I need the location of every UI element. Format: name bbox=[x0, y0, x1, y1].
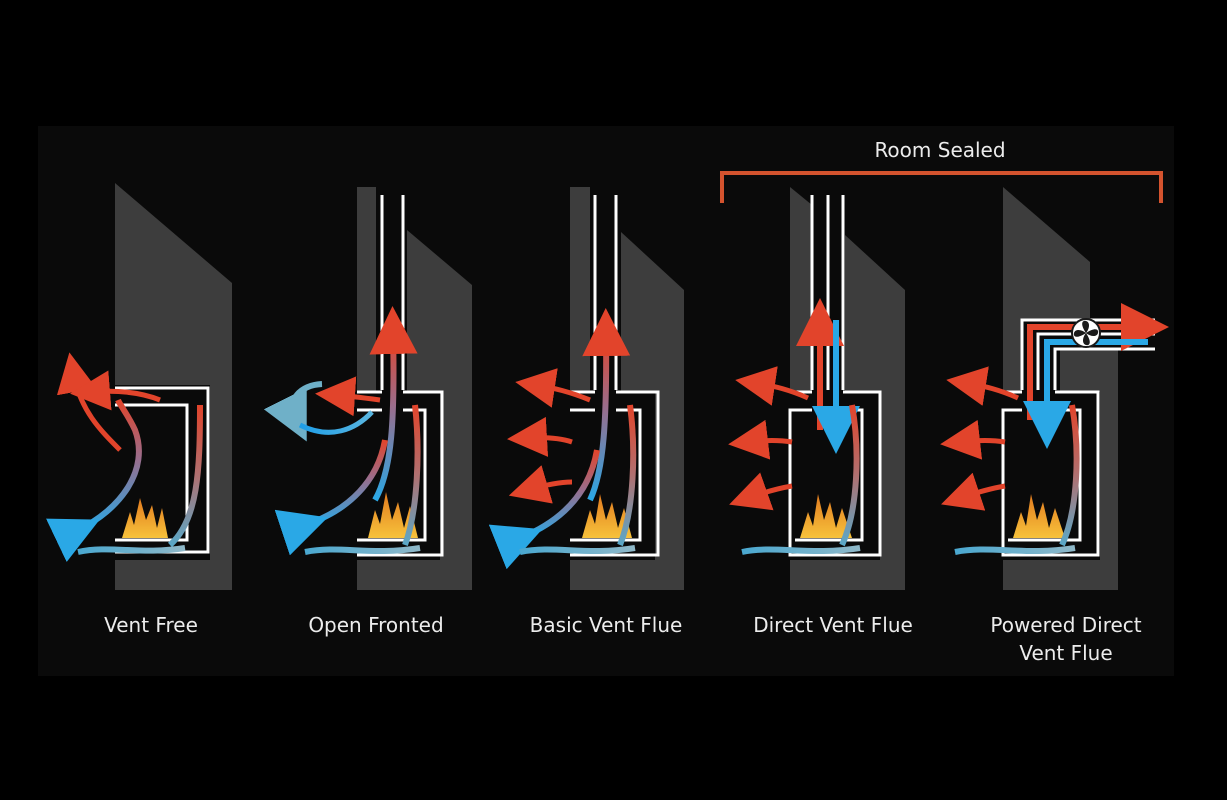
hot-air-arrow bbox=[515, 368, 591, 408]
hot-air-arrow bbox=[315, 376, 381, 417]
firebox-outline bbox=[357, 390, 444, 557]
cold-air-arrow bbox=[1023, 339, 1148, 449]
cold-air-arrow bbox=[304, 545, 421, 555]
hot-air-arrow bbox=[1027, 303, 1169, 420]
flue-pipe bbox=[810, 195, 845, 390]
flue-pipe bbox=[593, 195, 618, 390]
hot-air-arrow bbox=[735, 366, 810, 406]
cold-air-arrow bbox=[741, 545, 861, 555]
panel-direct-vent-flue-illustration bbox=[728, 187, 905, 590]
cold-air-arrow bbox=[263, 381, 323, 442]
hot-air-arrow bbox=[940, 419, 1006, 460]
wall-shape bbox=[115, 183, 232, 590]
panel-label-direct-vent-flue: Direct Vent Flue bbox=[753, 613, 913, 637]
wall-shape bbox=[570, 187, 684, 590]
room-sealed-bracket bbox=[720, 171, 1163, 203]
cold-air-arrow bbox=[298, 410, 374, 435]
hot-air-arrow bbox=[1059, 404, 1080, 547]
flame-icon bbox=[582, 494, 632, 538]
hot-air-arrow bbox=[729, 472, 793, 511]
panel-label-powered-direct-vent-flue: Powered Direct Vent Flue bbox=[990, 613, 1142, 665]
flame-icon bbox=[122, 498, 168, 538]
hot-air-arrow bbox=[507, 416, 573, 457]
hot-air-arrow bbox=[508, 465, 573, 504]
hot-air-arrow bbox=[369, 306, 418, 502]
hot-air-arrow bbox=[941, 472, 1006, 511]
hot-air-arrow bbox=[402, 404, 421, 547]
cold-air-arrow bbox=[46, 398, 142, 562]
hot-air-arrow bbox=[728, 419, 793, 460]
cold-air-arrow bbox=[274, 439, 388, 556]
hot-air-arrow bbox=[56, 352, 122, 452]
cold-air-arrow bbox=[488, 449, 600, 570]
panel-open-fronted-illustration bbox=[263, 187, 472, 590]
flame-icon bbox=[1013, 494, 1065, 538]
panel-powered-direct-vent-flue-illustration bbox=[940, 187, 1169, 590]
panel-label-basic-vent-flue: Basic Vent Flue bbox=[529, 613, 683, 637]
flame-icon bbox=[368, 492, 418, 538]
hot-air-arrow bbox=[582, 308, 631, 502]
hot-air-arrow bbox=[167, 404, 203, 548]
flame-icon bbox=[800, 494, 852, 538]
cold-air-arrow bbox=[77, 545, 186, 555]
hot-air-arrow bbox=[617, 404, 637, 547]
hot-air-arrow bbox=[70, 370, 161, 411]
panel-label-vent-free: Vent Free bbox=[104, 613, 198, 637]
room-sealed-label: Room Sealed bbox=[874, 138, 1006, 162]
fan-icon bbox=[1071, 318, 1101, 348]
panel-vent-free-illustration bbox=[46, 183, 232, 590]
cold-air-arrow bbox=[954, 545, 1076, 555]
firebox-outline bbox=[570, 390, 660, 557]
wall-shape bbox=[1003, 187, 1118, 590]
hot-air-arrow bbox=[839, 404, 860, 547]
panel-basic-vent-flue-illustration bbox=[488, 187, 684, 590]
cold-air-arrow bbox=[519, 545, 636, 555]
flue-pipe bbox=[380, 195, 405, 390]
hot-air-arrow bbox=[946, 366, 1020, 406]
panel-label-open-fronted: Open Fronted bbox=[308, 613, 444, 637]
wall-shape bbox=[790, 187, 905, 590]
